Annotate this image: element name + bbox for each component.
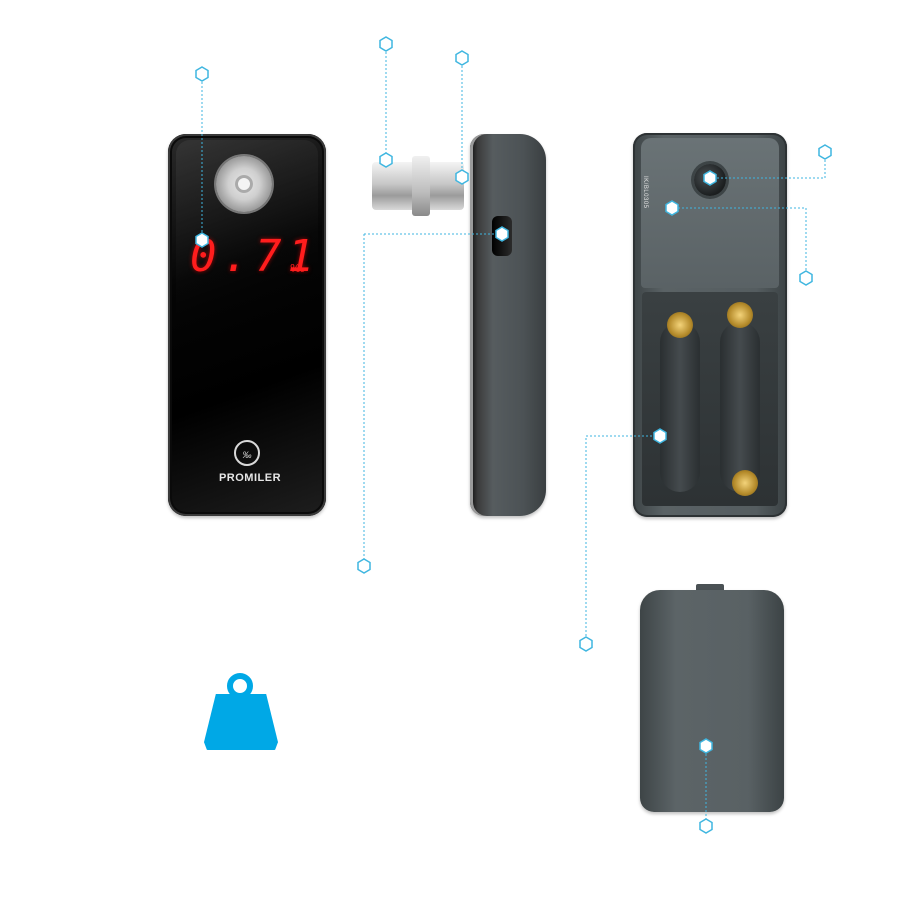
battery-spring <box>732 470 758 496</box>
hotspot-hexagon-icon[interactable] <box>379 36 393 52</box>
hotspot-hexagon-icon[interactable] <box>703 170 717 186</box>
battery-spring <box>667 312 693 338</box>
back-top-panel <box>641 138 779 288</box>
breathalyzer-side <box>470 134 546 516</box>
hotspot-hexagon-icon[interactable] <box>579 636 593 652</box>
hotspot-hexagon-icon[interactable] <box>799 270 813 286</box>
permille-logo-icon: ‰ <box>234 440 260 466</box>
mouthpiece-port <box>216 156 272 212</box>
hotspot-hexagon-icon[interactable] <box>699 738 713 754</box>
hotspot-hexagon-icon[interactable] <box>699 818 713 834</box>
hotspot-hexagon-icon[interactable] <box>357 558 371 574</box>
battery-cell-left <box>660 322 700 492</box>
battery-cover <box>640 590 784 812</box>
display-unit: ‰ <box>290 262 305 275</box>
hotspot-hexagon-icon[interactable] <box>455 169 469 185</box>
hotspot-hexagon-icon[interactable] <box>818 144 832 160</box>
battery-spring <box>727 302 753 328</box>
battery-compartment <box>642 292 778 506</box>
hotspot-hexagon-icon[interactable] <box>195 232 209 248</box>
weight-icon <box>204 694 278 750</box>
hotspots <box>195 36 832 834</box>
hotspot-hexagon-icon[interactable] <box>495 226 509 242</box>
brand-label: PROMILER <box>218 472 282 484</box>
hotspot-hexagon-icon[interactable] <box>195 66 209 82</box>
back-serial-label: IK/BL0305 <box>642 176 648 209</box>
mouthpiece-collar <box>412 156 430 216</box>
hotspot-hexagon-icon[interactable] <box>653 428 667 444</box>
battery-cell-right <box>720 322 760 492</box>
hotspot-hexagon-icon[interactable] <box>379 152 393 168</box>
hotspot-hexagon-icon[interactable] <box>455 50 469 66</box>
cover-latch <box>696 584 724 594</box>
hotspot-hexagon-icon[interactable] <box>665 200 679 216</box>
